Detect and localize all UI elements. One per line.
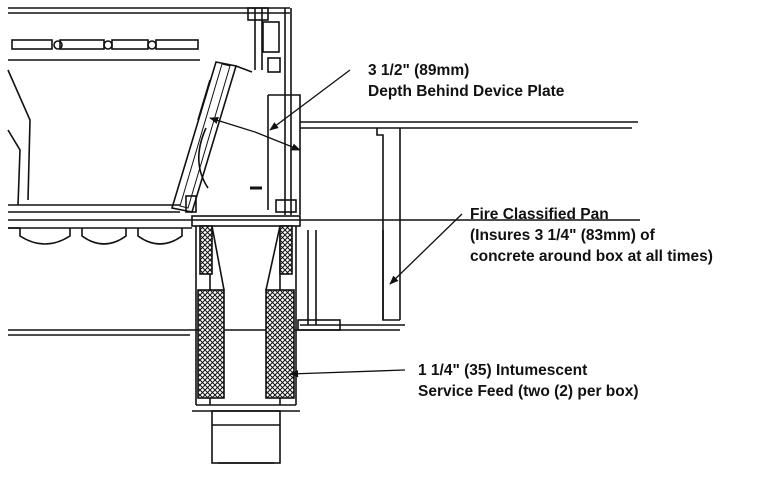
callout-feed-line1: 1 1/4" (35) Intumescent	[418, 362, 588, 379]
fire-classified-pan	[297, 121, 638, 331]
callout-pan-line1: Fire Classified Pan	[470, 206, 609, 223]
callout-feed-line2: Service Feed (two (2) per box)	[418, 383, 639, 400]
callout-pan: Fire Classified Pan (Insures 3 1/4" (83m…	[470, 204, 713, 267]
service-feed-tube	[191, 215, 301, 464]
callout-pan-line3: concrete around box at all times)	[470, 248, 713, 265]
callout-depth-line2: Depth Behind Device Plate	[368, 83, 565, 100]
callout-depth-line1: 3 1/2" (89mm)	[368, 62, 470, 79]
callout-feed: 1 1/4" (35) Intumescent Service Feed (tw…	[418, 360, 639, 402]
scalloped-rail	[8, 227, 183, 245]
device-plate	[170, 61, 253, 213]
left-frame	[7, 69, 640, 229]
callout-depth: 3 1/2" (89mm) Depth Behind Device Plate	[368, 60, 564, 102]
callout-pan-line2: (Insures 3 1/4" (83mm) of	[470, 227, 655, 244]
center-wall	[247, 7, 292, 215]
bracket	[250, 94, 301, 215]
upper-deck-plate	[8, 7, 290, 61]
leader-lines	[209, 69, 463, 378]
